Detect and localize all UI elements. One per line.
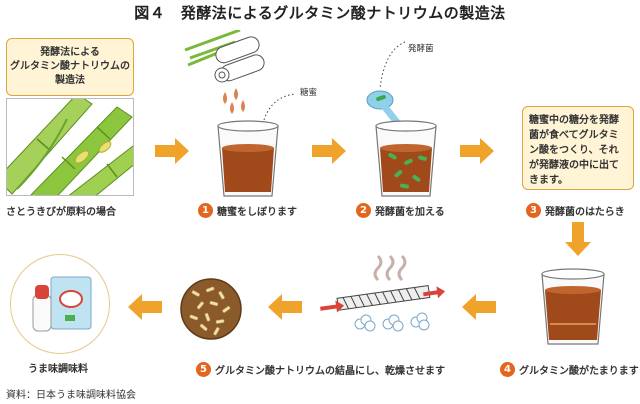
- step-1-number: 1: [198, 203, 213, 218]
- product-caption: うま味調味料: [28, 364, 88, 375]
- glass-fermenting: [375, 120, 437, 197]
- step-3-label: 発酵菌のはたらき: [545, 207, 625, 218]
- step-2: 2 発酵菌を加える: [356, 203, 445, 218]
- arrow-right-3: [460, 138, 494, 164]
- molasses-annotation: 糖蜜: [300, 88, 318, 98]
- step-1-label: 糖蜜をしぼります: [217, 207, 297, 218]
- step-5-number: 5: [196, 362, 211, 377]
- step-4-label: グルタミン酸がたまります: [519, 366, 639, 377]
- step-1: 1 糖蜜をしぼります: [198, 203, 297, 218]
- crystal-dish-icon: [180, 278, 242, 340]
- arrow-right-2: [312, 138, 346, 164]
- sugarcane-illustration: [6, 98, 134, 196]
- diagram-title: 図４ 発酵法によるグルタミン酸ナトリウムの製造法: [134, 4, 506, 22]
- step-3: 3 発酵菌のはたらき: [526, 203, 625, 218]
- step-2-label: 発酵菌を加える: [375, 207, 445, 218]
- arrow-down: [565, 222, 591, 256]
- step-4: 4 グルタミン酸がたまります: [500, 362, 639, 377]
- credit-text: 資料：日本うま味調味料協会: [6, 390, 136, 401]
- arrow-left-3: [128, 294, 162, 320]
- drying-apparatus-icon: [320, 254, 446, 332]
- bacteria-annotation: 発酵菌: [408, 44, 434, 54]
- step-5-label: グルタミン酸ナトリウムの結晶にし、乾燥させます: [215, 366, 445, 377]
- intro-box: 発酵法による グルタミン酸ナトリウムの 製造法: [6, 38, 134, 96]
- step-5: 5 グルタミン酸ナトリウムの結晶にし、乾燥させます: [196, 362, 445, 377]
- step-4-number: 4: [500, 362, 515, 377]
- step-3-number: 3: [526, 203, 541, 218]
- arrow-left-1: [462, 294, 496, 320]
- source-caption: さとうきびが原料の場合: [6, 207, 116, 218]
- molasses-pointer: [263, 93, 297, 121]
- arrow-left-2: [268, 294, 302, 320]
- product-circle: [10, 254, 110, 354]
- step-2-number: 2: [356, 203, 371, 218]
- glass-molasses: [217, 120, 279, 197]
- seasoning-product-icon: [32, 276, 92, 332]
- glass-glutamic-acid: [541, 268, 605, 345]
- explanation-box: 糖蜜中の糖分を発酵菌が食べてグルタミン酸をつくり、それが発酵液の中に出てきます。: [522, 106, 634, 190]
- arrow-right-1: [155, 138, 189, 164]
- cut-sugarcane-icon: [184, 30, 265, 114]
